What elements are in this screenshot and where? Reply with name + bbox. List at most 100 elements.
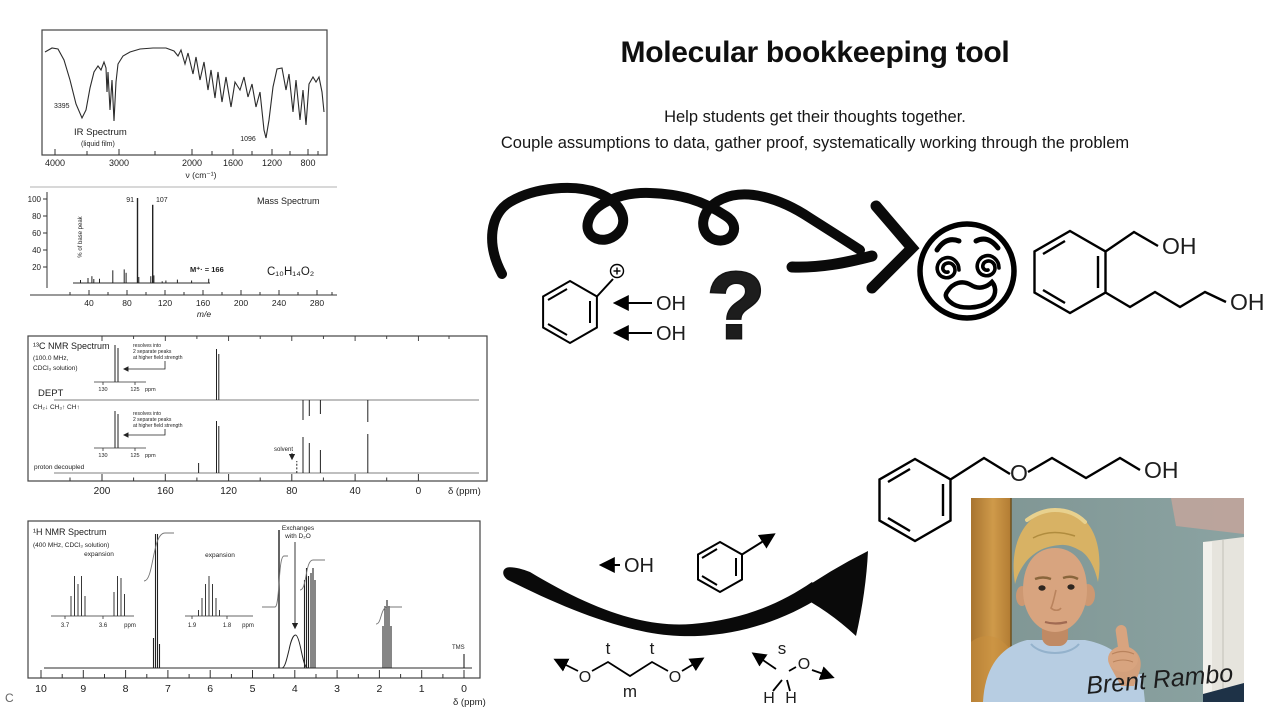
h1-inset-1: expansion 3.7 3.6 ppm (51, 551, 136, 629)
s-label: s (778, 639, 787, 658)
scribble-arrow-icon (487, 182, 920, 294)
dizzy-face-emoji-icon (917, 221, 1017, 321)
oh-label: OH (624, 555, 654, 577)
svg-text:20: 20 (32, 263, 41, 272)
svg-text:at higher field strength: at higher field strength (133, 423, 183, 429)
subtitle-line-2: Couple assumptions to data, gather proof… (500, 134, 1130, 152)
svg-text:3.7: 3.7 (61, 623, 70, 629)
svg-text:1.8: 1.8 (223, 623, 232, 629)
c13-decoupled-label: proton decoupled (34, 464, 85, 471)
benzyl-ether-structure (878, 456, 1141, 543)
c13-dept-label: DEPT (38, 388, 64, 399)
svg-text:3.6: 3.6 (99, 623, 108, 629)
thumbs-up-photo: Brent Rambo (971, 498, 1244, 702)
h1-integrals (143, 532, 402, 625)
oxymethylene-fragment: s H H O (751, 639, 835, 707)
svg-text:10: 10 (35, 683, 47, 695)
c13-solvent-line: CDCl₃ solution) (33, 365, 78, 372)
svg-text:200: 200 (234, 298, 248, 308)
svg-text:80: 80 (122, 298, 132, 308)
svg-text:130: 130 (98, 453, 107, 459)
m-label: m (623, 682, 637, 701)
c13-dept-key: CH₂↓ CH₃↑ CH↑ (33, 404, 80, 411)
ms-y-axis: 100 80 60 40 20 (28, 195, 42, 272)
svg-text:ppm: ppm (145, 387, 156, 393)
h1-exchanges-2: with D₂O (284, 533, 311, 540)
reasoning-diagram: OH OH ? OH OH (487, 182, 1265, 707)
ms-label: Mass Spectrum (257, 196, 320, 206)
o-label: O (798, 656, 810, 673)
h1-sublabel: (400 MHz, CDCl₃ solution) (33, 542, 109, 549)
ir-peak-1096: 1096 (240, 136, 256, 143)
diol-structure (1033, 229, 1227, 315)
svg-text:120: 120 (158, 298, 172, 308)
c13-inset-2: 130 125 ppm resolves into 2 separate pea… (94, 411, 183, 459)
ir-x-label: ν (cm⁻¹) (186, 170, 217, 180)
ir-trace (44, 47, 325, 139)
svg-text:40: 40 (32, 246, 41, 255)
svg-text:8: 8 (123, 683, 129, 695)
svg-text:1: 1 (419, 683, 425, 695)
svg-text:130: 130 (98, 387, 107, 393)
subtitle-line-1: Help students get their thoughts togethe… (664, 108, 966, 126)
svg-text:160: 160 (196, 298, 210, 308)
svg-text:4: 4 (292, 683, 298, 695)
svg-text:2 separate peaks: 2 separate peaks (133, 417, 172, 423)
svg-text:100: 100 (28, 195, 42, 204)
svg-text:125: 125 (130, 453, 139, 459)
t-label: t (650, 639, 655, 658)
h1-x-label: δ (ppm) (453, 697, 486, 708)
question-mark: ? (707, 253, 765, 359)
h1-label: ¹H NMR Spectrum (33, 527, 107, 537)
svg-text:80: 80 (32, 212, 41, 221)
svg-text:resolves into: resolves into (133, 411, 161, 417)
svg-text:ppm: ppm (124, 623, 136, 629)
h-label: H (785, 690, 797, 707)
o-label: O (1010, 460, 1028, 486)
oh-label: OH (1144, 457, 1179, 483)
o-label: O (669, 669, 681, 686)
svg-text:2 separate peaks: 2 separate peaks (133, 349, 172, 355)
t-label: t (606, 639, 611, 658)
computer-monitor (1203, 537, 1244, 702)
h1-nmr-panel: ¹H NMR Spectrum (400 MHz, CDCl₃ solution… (27, 520, 486, 708)
svg-text:resolves into: resolves into (133, 343, 161, 349)
svg-text:1600: 1600 (223, 158, 243, 168)
h1-inset-2: expansion 1.9 1.8 ppm (185, 552, 254, 629)
h-label: H (763, 690, 775, 707)
svg-text:800: 800 (300, 158, 315, 168)
o-label: O (579, 669, 591, 686)
svg-text:80: 80 (286, 486, 298, 497)
propylene-dioxy-fragment: t t m O O (553, 639, 705, 701)
svg-text:ppm: ppm (145, 453, 156, 459)
h1-oh-hump (281, 634, 309, 669)
svg-text:5: 5 (250, 683, 256, 695)
ms-peak-91: 91 (126, 197, 134, 204)
svg-text:6: 6 (207, 683, 213, 695)
oh-fragment-bottom: OH (598, 555, 654, 577)
svg-text:expansion: expansion (205, 552, 235, 559)
svg-text:4000: 4000 (45, 158, 65, 168)
svg-text:9: 9 (80, 683, 86, 695)
svg-text:160: 160 (157, 486, 174, 497)
svg-text:expansion: expansion (84, 551, 114, 558)
svg-text:125: 125 (130, 387, 139, 393)
page-title: Molecular bookkeeping tool (620, 36, 1010, 69)
svg-text:0: 0 (416, 486, 422, 497)
svg-text:280: 280 (310, 298, 324, 308)
benzyl-cation-structure (542, 263, 625, 345)
svg-text:60: 60 (32, 229, 41, 238)
svg-text:2: 2 (376, 683, 382, 695)
c13-freq: (100.0 MHz, (33, 355, 69, 362)
svg-text:200: 200 (94, 486, 111, 497)
subtitle: Help students get their thoughts togethe… (410, 104, 1220, 156)
ms-y-label: % of base peak (78, 215, 84, 257)
svg-text:3000: 3000 (109, 158, 129, 168)
oh-label: OH (656, 293, 686, 315)
